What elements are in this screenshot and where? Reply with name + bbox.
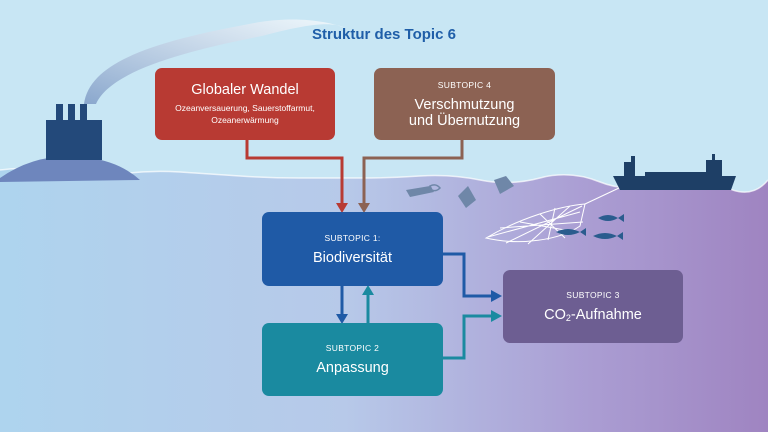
subtopic2-box: SUBTOPIC 2 Anpassung [262,323,443,396]
subtopic2-title: Anpassung [316,360,389,376]
diagram-title: Struktur des Topic 6 [312,26,456,43]
subtopic4-box: SUBTOPIC 4 Verschmutzung und Übernutzung [374,68,555,140]
arrow-heads [336,203,502,324]
global-change-description-line1: Ozeanversauerung, Sauerstoffarmut, [175,103,315,113]
factory-icon [46,104,102,160]
subtopic1-box: SUBTOPIC 1: Biodiversität [262,212,443,286]
subtopic3-box: SUBTOPIC 3 CO2-Aufnahme [503,270,683,343]
subtopic3-label: SUBTOPIC 3 [566,290,620,300]
subtopic3-title-suffix: -Aufnahme [570,307,642,323]
connector-arrows [245,140,492,360]
global-change-title: Globaler Wandel [191,82,299,98]
plastic-waste-icon [406,176,514,208]
fish-icon [556,214,624,240]
subtopic3-title: CO2-Aufnahme [544,307,642,323]
sea [0,168,768,432]
global-change-description-line2: Ozeanerwärmung [211,115,279,125]
island [0,156,140,182]
subtopic1-title: Biodiversität [313,249,392,266]
global-change-box: Globaler Wandel Ozeanversauerung, Sauers… [155,68,335,140]
subtopic3-title-subscript: 2 [565,313,571,323]
smoke-plume-icon [84,19,345,105]
subtopic4-title-line1: Verschmutzung [414,96,515,113]
global-change-description: Ozeanversauerung, Sauerstoffarmut, Ozean… [175,102,315,126]
subtopic1-label: SUBTOPIC 1: [324,232,381,243]
subtopic3-title-prefix: CO [544,307,566,323]
ship-icon [613,154,736,190]
subtopic4-label: SUBTOPIC 4 [437,79,492,90]
subtopic2-label: SUBTOPIC 2 [325,343,380,353]
subtopic4-title-line2: und Übernutzung [408,112,521,129]
